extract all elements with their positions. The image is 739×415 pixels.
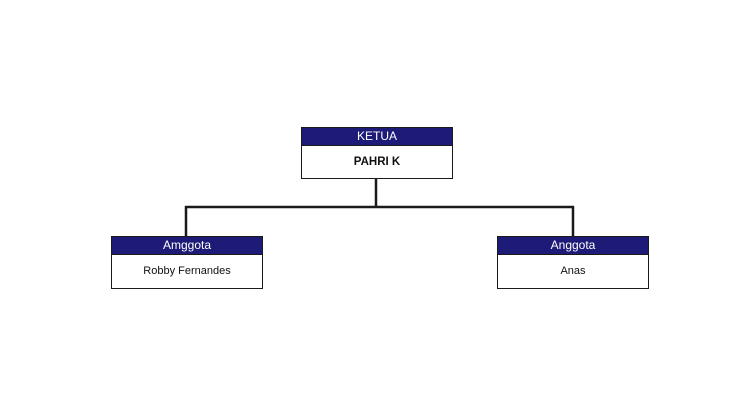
node-member-right-name: Anas <box>560 265 586 277</box>
node-member-right: Anggota Anas <box>497 236 649 289</box>
node-member-left-role: Amggota <box>112 237 262 255</box>
node-ketua-role: KETUA <box>302 128 452 146</box>
node-member-left: Amggota Robby Fernandes <box>111 236 263 289</box>
node-member-left-name: Robby Fernandes <box>143 265 231 277</box>
node-ketua-name: PAHRI K <box>353 156 401 168</box>
node-member-right-role: Anggota <box>498 237 648 255</box>
node-ketua: KETUA PAHRI K <box>301 127 453 179</box>
